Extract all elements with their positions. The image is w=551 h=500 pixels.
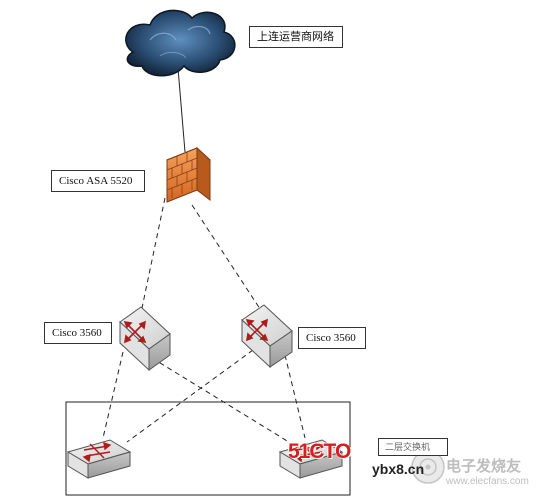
watermark-brand: 电子发烧友 <box>446 458 522 475</box>
watermark-site: ybx8.cn <box>372 461 425 477</box>
uplink-line <box>177 67 186 153</box>
link-firewall-core-right <box>191 204 263 313</box>
link-core-right-access-right <box>284 354 306 439</box>
access-switch-group-label: 二层交换机 <box>378 438 448 456</box>
firewall-icon <box>166 146 211 203</box>
core-switch-left-icon <box>119 306 171 372</box>
cloud-icon <box>125 9 236 77</box>
watermark-brand-url: www.elecfans.com <box>446 476 529 487</box>
core-switch-right-label: Cisco 3560 <box>298 327 366 349</box>
access-switch-left-icon <box>66 439 132 479</box>
elecfans-logo-icon <box>411 450 445 484</box>
cloud-label: 上连运营商网络 <box>249 26 343 48</box>
core-switch-right-icon <box>241 304 293 369</box>
link-firewall-core-left <box>141 197 166 309</box>
core-switch-left-label: Cisco 3560 <box>44 322 112 344</box>
connection-lines <box>102 67 306 448</box>
access-switch-right-icon <box>278 439 344 479</box>
link-core-left-access-left <box>102 351 124 439</box>
access-layer-frame <box>65 401 351 496</box>
link-core-right-access-left <box>126 349 254 443</box>
watermark-51cto: 51CTO <box>288 440 351 463</box>
firewall-label: Cisco ASA 5520 <box>51 170 145 192</box>
